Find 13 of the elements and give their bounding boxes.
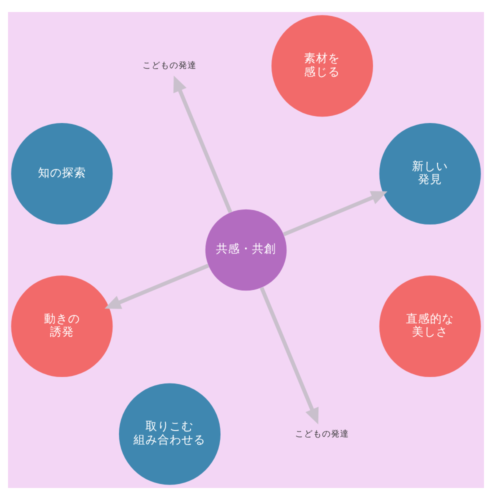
arrow xyxy=(282,191,388,236)
node-text: こどもの発達 xyxy=(142,61,197,72)
node-circle: 素材を感じる xyxy=(271,15,374,117)
arrow xyxy=(260,286,319,424)
node-circle: 動きの誘発 xyxy=(11,275,113,378)
node-circle: 取りこむ組み合わせる xyxy=(118,383,221,485)
node-circle: 直感的な美しさ xyxy=(379,275,481,378)
arrow xyxy=(173,76,232,214)
node-circle: 共感・共創 xyxy=(205,209,287,291)
node-circle: 知の探索 xyxy=(11,122,113,225)
arrow xyxy=(104,264,210,309)
node-circle: 新しい発見 xyxy=(379,122,481,225)
node-text: こどもの発達 xyxy=(295,429,350,440)
